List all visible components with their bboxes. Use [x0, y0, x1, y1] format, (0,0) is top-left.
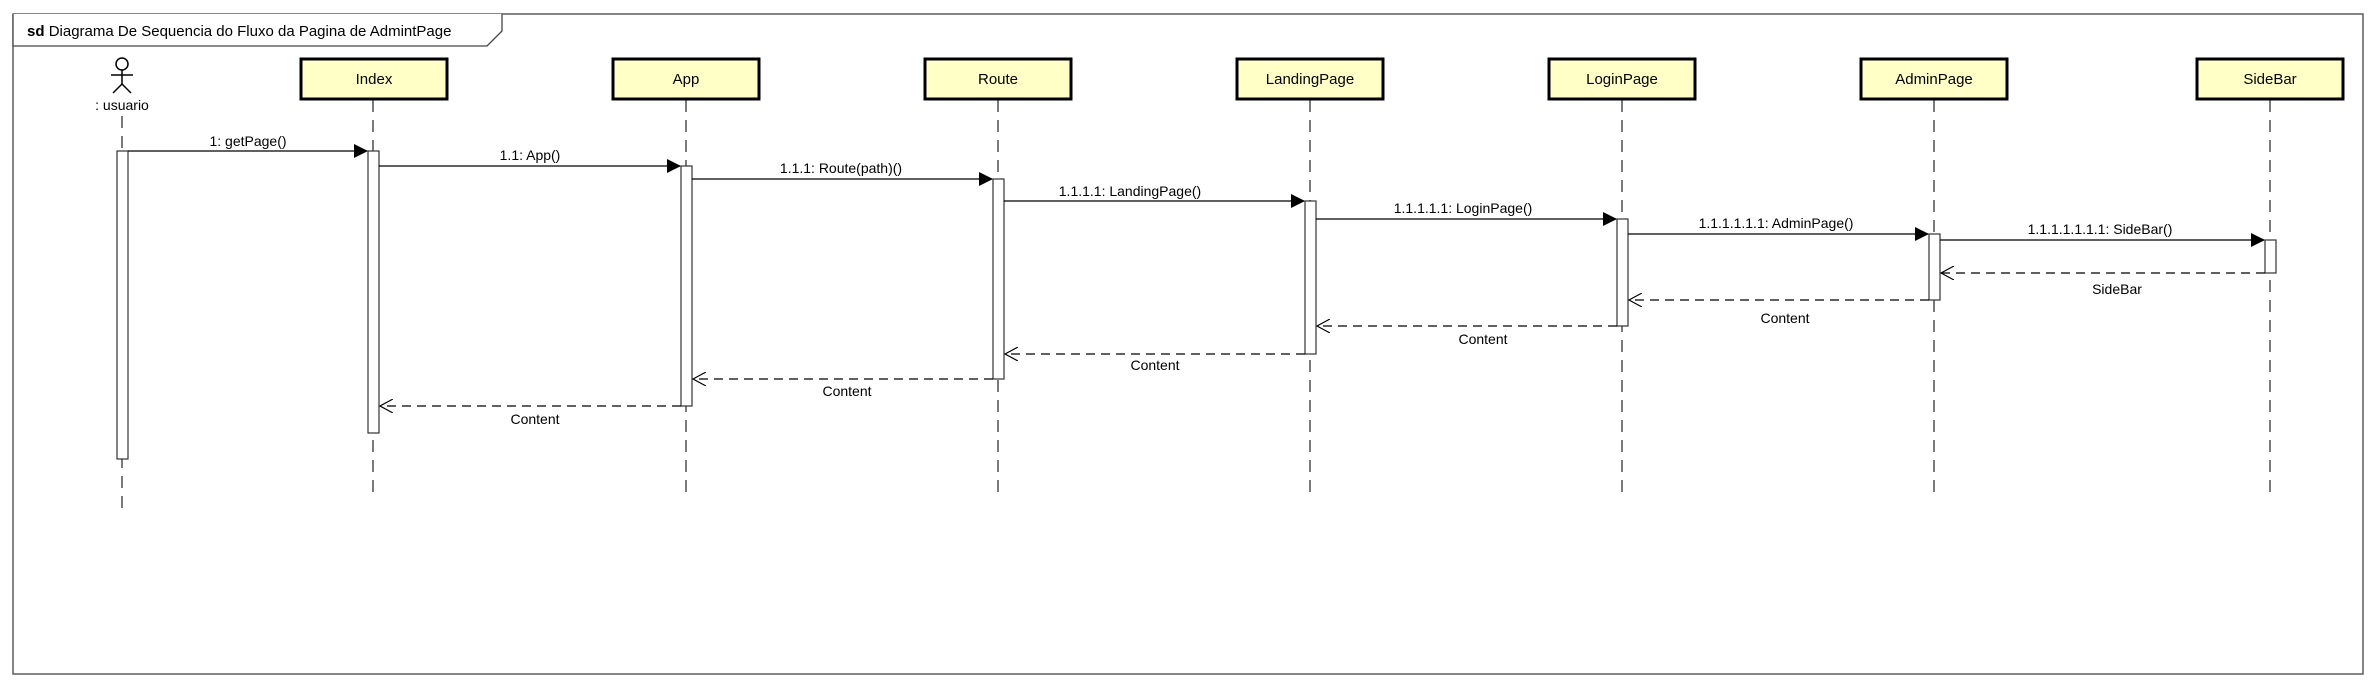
svg-text:1.1.1.1.1.1.1: SideBar(): 1.1.1.1.1.1.1: SideBar() [2028, 221, 2173, 237]
stick-figure-actor-icon [111, 57, 133, 94]
message-getpage: 1: getPage() [128, 133, 368, 158]
participant-route: Route [923, 57, 1073, 101]
activation-landingpage [1304, 200, 1317, 355]
svg-text:SideBar: SideBar [2243, 71, 2296, 88]
lifeline-sidebar [2264, 100, 2277, 500]
participant-adminpage: AdminPage [1859, 57, 2009, 101]
lifeline-route [992, 100, 1005, 500]
message-sidebar: 1.1.1.1.1.1.1: SideBar() [1940, 221, 2265, 247]
lifeline-index [367, 100, 380, 500]
participant-sidebar: SideBar [2195, 57, 2345, 101]
message-loginpage: 1.1.1.1.1: LoginPage() [1316, 200, 1617, 226]
activation-usuario [116, 150, 129, 460]
frame-title: sd Diagrama De Sequencia do Fluxo da Pag… [27, 23, 451, 40]
return-sidebar: SideBar [1941, 273, 2265, 297]
message-landingpage: 1.1.1.1: LandingPage() [1004, 183, 1305, 208]
activation-sidebar [2264, 239, 2277, 274]
svg-text:Content: Content [1130, 357, 1179, 373]
return-app-content: Content [380, 406, 681, 427]
svg-text:1.1.1.1: LandingPage(): 1.1.1.1: LandingPage() [1059, 183, 1201, 199]
return-route-content: Content [693, 379, 993, 399]
svg-text:Index: Index [356, 71, 393, 88]
activation-adminpage [1928, 233, 1941, 301]
svg-text:Content: Content [1760, 310, 1809, 326]
activation-route [992, 178, 1005, 380]
message-route: 1.1.1: Route(path)() [692, 160, 993, 186]
svg-text:Route: Route [978, 71, 1018, 88]
svg-text:AdminPage: AdminPage [1895, 71, 1973, 88]
participant-loginpage: LoginPage [1547, 57, 1697, 101]
svg-text:Content: Content [822, 383, 871, 399]
lifeline-app [680, 100, 693, 500]
svg-text:1.1: App(): 1.1: App() [500, 147, 561, 163]
activation-index [367, 150, 380, 434]
participant-app: App [611, 57, 761, 101]
svg-text:SideBar: SideBar [2092, 281, 2142, 297]
actor-name: : usuario [95, 97, 149, 113]
svg-text:Content: Content [1458, 331, 1507, 347]
svg-text:LoginPage: LoginPage [1586, 71, 1658, 88]
svg-text:LandingPage: LandingPage [1266, 71, 1354, 88]
return-landingpage-content: Content [1005, 354, 1305, 373]
participant-index: Index [299, 57, 449, 101]
message-app: 1.1: App() [379, 147, 681, 173]
svg-text:1.1.1.1.1.1: AdminPage(): 1.1.1.1.1.1: AdminPage() [1699, 215, 1854, 231]
activation-loginpage [1616, 218, 1629, 327]
svg-text:App: App [673, 71, 700, 88]
actor-usuario: : usuario [95, 57, 149, 515]
return-loginpage-content: Content [1317, 326, 1617, 347]
svg-text:1.1.1.1.1: LoginPage(): 1.1.1.1.1: LoginPage() [1394, 200, 1533, 216]
lifeline-adminpage [1928, 100, 1941, 500]
participant-landingpage: LandingPage [1235, 57, 1385, 101]
message-adminpage: 1.1.1.1.1.1: AdminPage() [1628, 215, 1929, 241]
svg-text:1.1.1: Route(path)(): 1.1.1: Route(path)() [780, 160, 902, 176]
lifeline-loginpage [1616, 100, 1629, 500]
diagram-frame: sd Diagrama De Sequencia do Fluxo da Pag… [12, 13, 2364, 675]
activation-app [680, 165, 693, 407]
svg-text:1: getPage(): 1: getPage() [209, 133, 286, 149]
return-adminpage-content: Content [1629, 300, 1929, 326]
svg-text:Content: Content [510, 411, 559, 427]
lifeline-landingpage [1304, 100, 1317, 500]
